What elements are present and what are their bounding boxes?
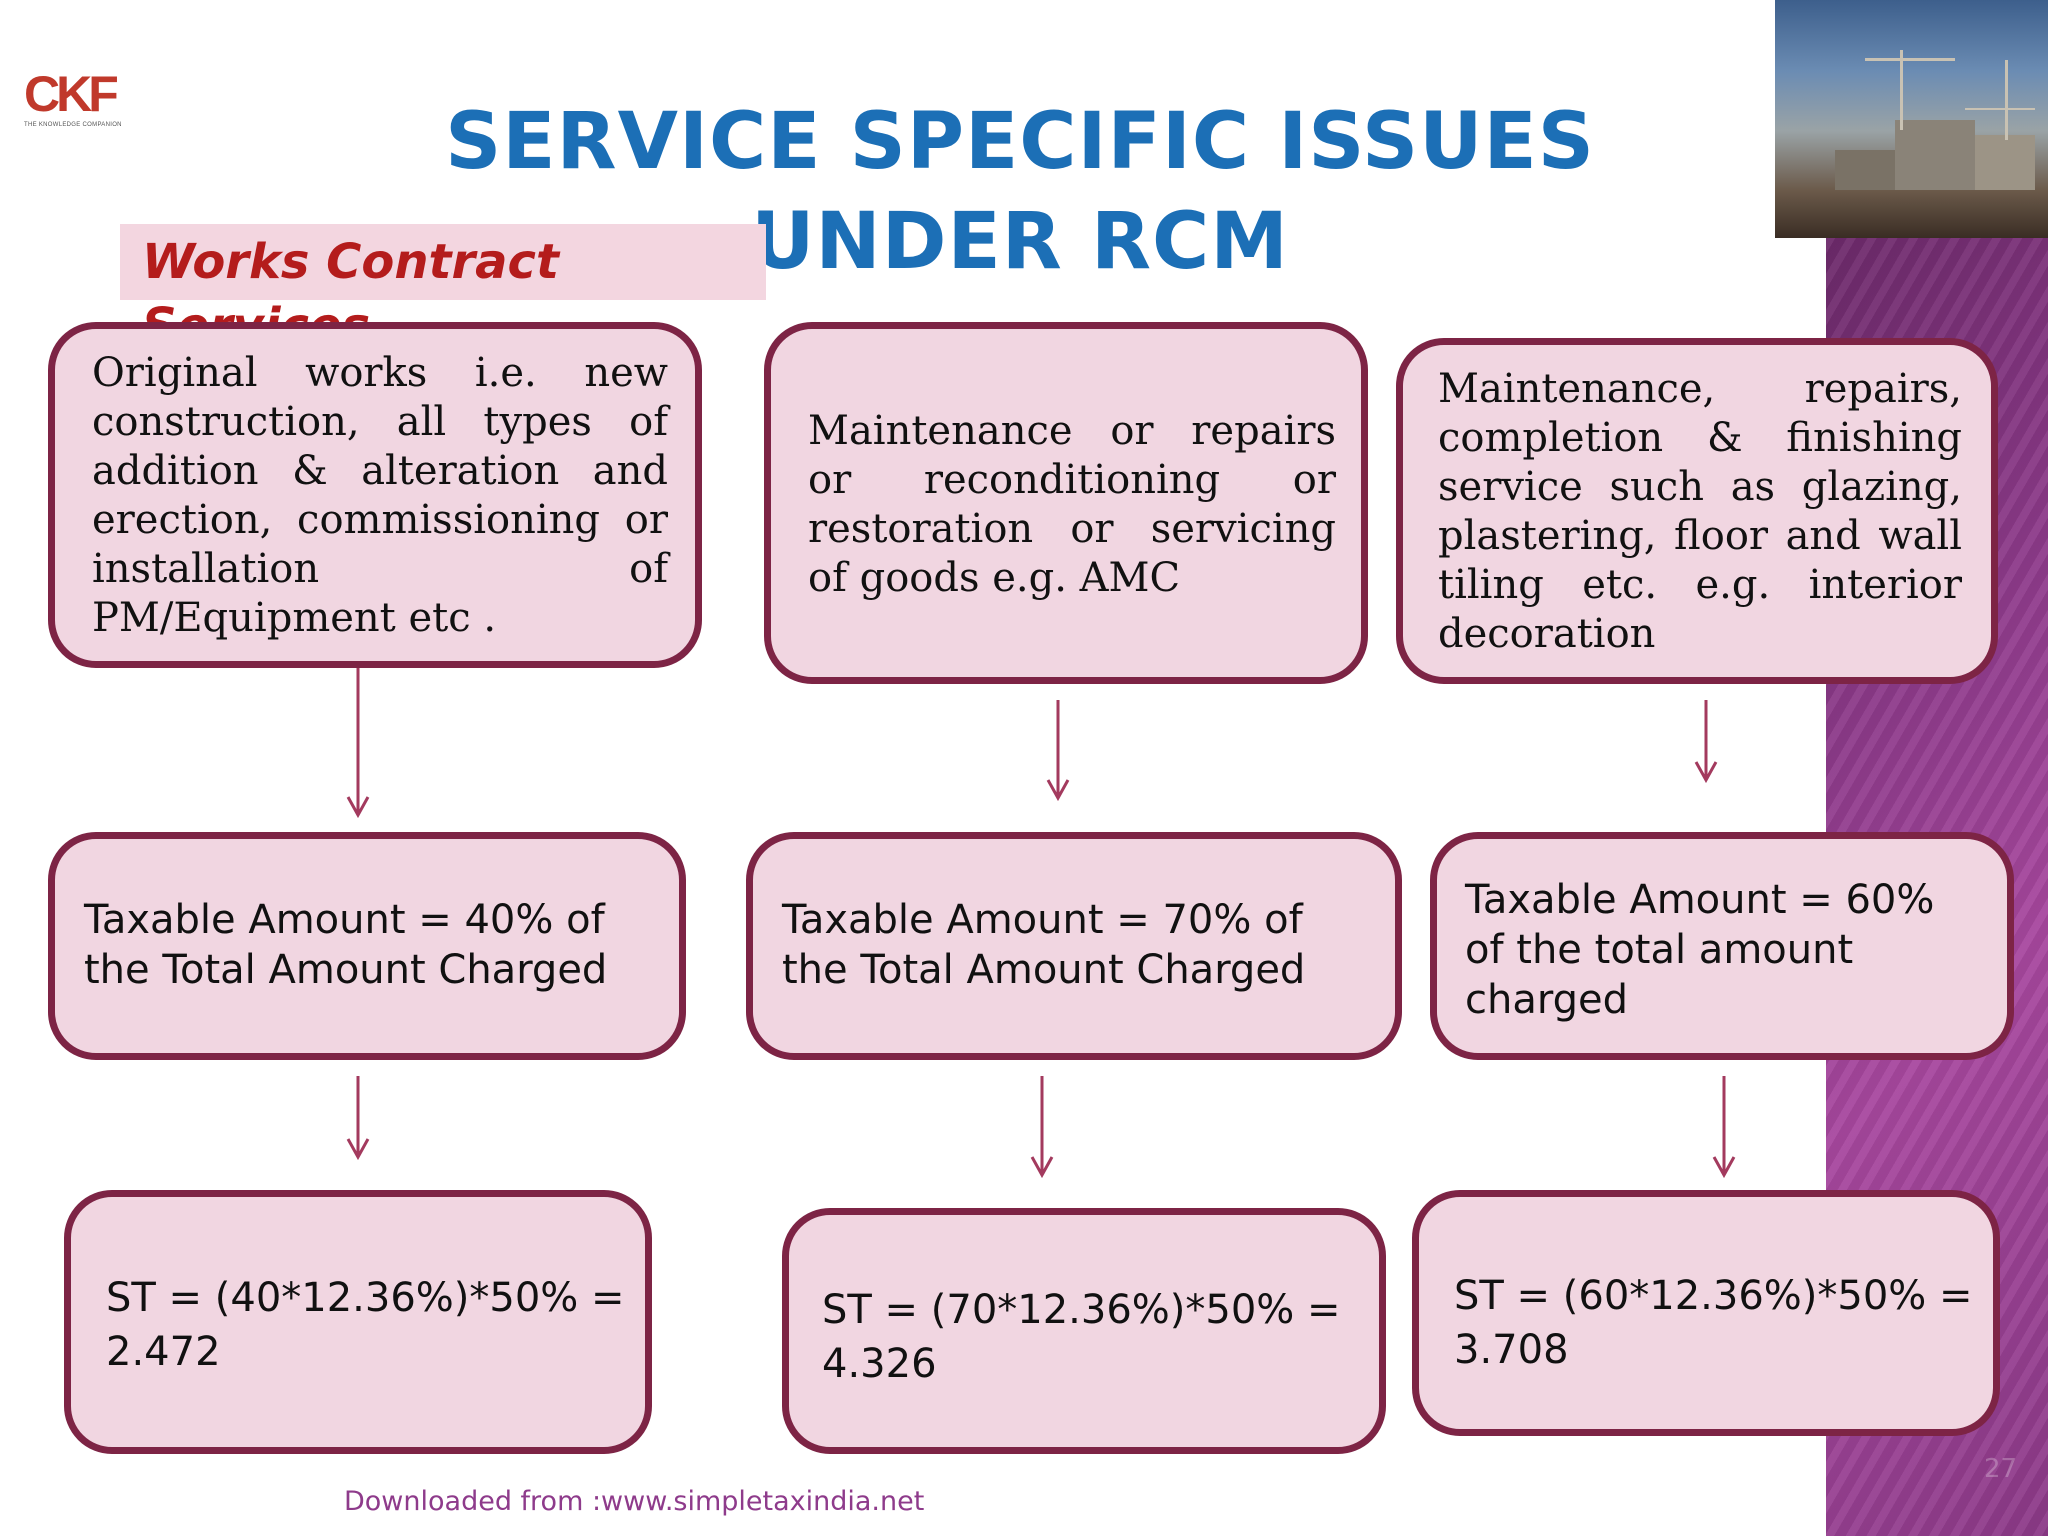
st-box-2: ST = (70*12.36%)*50% = 4.326 [782, 1208, 1386, 1454]
construction-site-photo [1775, 0, 2048, 238]
page-number: 27 [1984, 1454, 2018, 1484]
description-text-3: Maintenance, repairs, completion & finis… [1438, 366, 1962, 657]
logo-tagline: THE KNOWLEDGE COMPANION [24, 122, 122, 128]
st-text-1: ST = (40*12.36%)*50% = 2.472 [106, 1275, 625, 1375]
description-box-1: Original works i.e. new construction, al… [48, 322, 702, 668]
logo-text: CKF [24, 66, 119, 122]
description-box-3: Maintenance, repairs, completion & finis… [1396, 338, 1998, 684]
st-box-3: ST = (60*12.36%)*50% = 3.708 [1412, 1190, 2000, 1436]
taxable-text-3: Taxable Amount = 60% of the total amount… [1465, 877, 1935, 1023]
taxable-box-1: Taxable Amount = 40% of the Total Amount… [48, 832, 686, 1060]
st-text-2: ST = (70*12.36%)*50% = 4.326 [822, 1287, 1341, 1387]
description-text-2: Maintenance or repairs or reconditioning… [808, 408, 1336, 601]
subtitle-banner: Works Contract Services [120, 224, 766, 354]
taxable-box-2: Taxable Amount = 70% of the Total Amount… [746, 832, 1402, 1060]
description-text-1: Original works i.e. new construction, al… [92, 350, 668, 641]
st-text-3: ST = (60*12.36%)*50% = 3.708 [1454, 1273, 1973, 1373]
taxable-text-1: Taxable Amount = 40% of the Total Amount… [84, 897, 608, 993]
taxable-box-3: Taxable Amount = 60% of the total amount… [1430, 832, 2014, 1060]
slide-title: SERVICE SPECIFIC ISSUES UNDER RCM [445, 97, 1595, 287]
taxable-text-2: Taxable Amount = 70% of the Total Amount… [782, 897, 1306, 993]
st-box-1: ST = (40*12.36%)*50% = 2.472 [64, 1190, 652, 1454]
footer-source: Downloaded from :www.simpletaxindia.net [344, 1486, 925, 1517]
description-box-2: Maintenance or repairs or reconditioning… [764, 322, 1368, 684]
company-logo: CKF THE KNOWLEDGE COMPANION [24, 66, 154, 146]
